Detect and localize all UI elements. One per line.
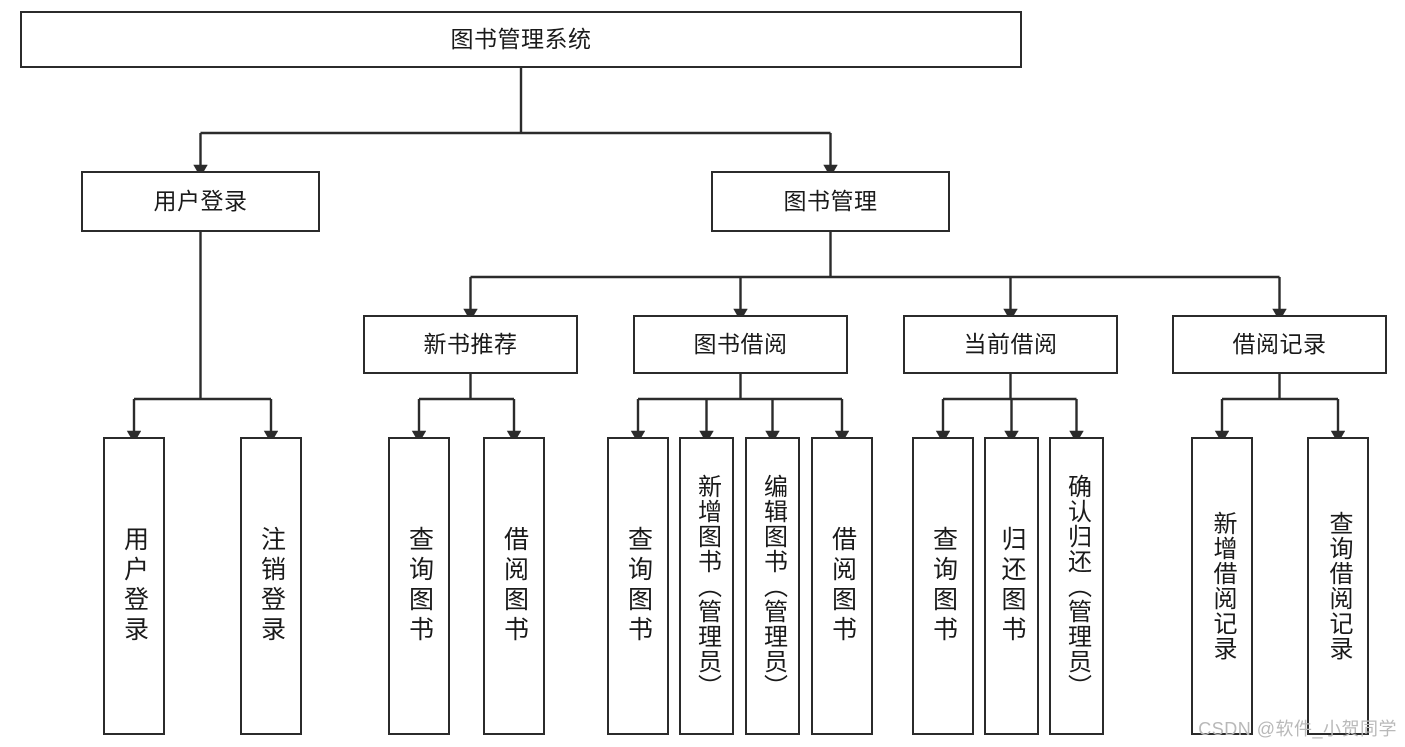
node-l2[interactable]: 注销登录 [240, 437, 302, 735]
node-root[interactable]: 图书管理系统 [20, 11, 1022, 68]
watermark-text: CSDN @软件_小贺同学 [1198, 719, 1397, 739]
node-n2[interactable]: 借阅图书 [483, 437, 545, 735]
node-current[interactable]: 当前借阅 [903, 315, 1118, 374]
node-label-login: 用户登录 [153, 187, 248, 214]
node-label-r1: 新增借阅记录 [1209, 511, 1236, 661]
node-b2[interactable]: 新增图书（管理员） [679, 437, 734, 735]
node-b3[interactable]: 编辑图书（管理员） [745, 437, 800, 735]
node-b1[interactable]: 查询图书 [607, 437, 669, 735]
node-label-l2: 注销登录 [257, 526, 286, 646]
node-label-c3: 确认归还（管理员） [1063, 473, 1091, 699]
node-n1[interactable]: 查询图书 [388, 437, 450, 735]
node-label-root: 图书管理系统 [450, 25, 592, 52]
node-bookmgmt[interactable]: 图书管理 [711, 171, 950, 232]
node-label-current: 当前借阅 [963, 330, 1058, 357]
node-borrow[interactable]: 图书借阅 [633, 315, 848, 374]
node-r2[interactable]: 查询借阅记录 [1307, 437, 1369, 735]
node-login[interactable]: 用户登录 [81, 171, 320, 232]
node-label-c2: 归还图书 [998, 526, 1026, 646]
node-c1[interactable]: 查询图书 [912, 437, 974, 735]
node-label-b4: 借阅图书 [828, 526, 857, 646]
node-records[interactable]: 借阅记录 [1172, 315, 1387, 374]
node-label-records: 借阅记录 [1232, 330, 1327, 357]
node-label-b2: 新增图书（管理员） [693, 473, 721, 699]
node-l1[interactable]: 用户登录 [103, 437, 165, 735]
node-label-newbook: 新书推荐 [423, 330, 518, 357]
node-label-c1: 查询图书 [929, 526, 958, 646]
node-c2[interactable]: 归还图书 [984, 437, 1039, 735]
node-label-bookmgmt: 图书管理 [783, 187, 878, 214]
node-label-b3: 编辑图书（管理员） [759, 473, 787, 699]
node-label-n2: 借阅图书 [500, 526, 529, 646]
node-r1[interactable]: 新增借阅记录 [1191, 437, 1253, 735]
node-label-l1: 用户登录 [120, 526, 149, 646]
node-label-n1: 查询图书 [405, 526, 434, 646]
node-label-b1: 查询图书 [624, 526, 653, 646]
node-label-r2: 查询借阅记录 [1325, 511, 1352, 661]
node-c3[interactable]: 确认归还（管理员） [1049, 437, 1104, 735]
node-b4[interactable]: 借阅图书 [811, 437, 873, 735]
node-label-borrow: 图书借阅 [693, 330, 788, 357]
node-newbook[interactable]: 新书推荐 [363, 315, 578, 374]
